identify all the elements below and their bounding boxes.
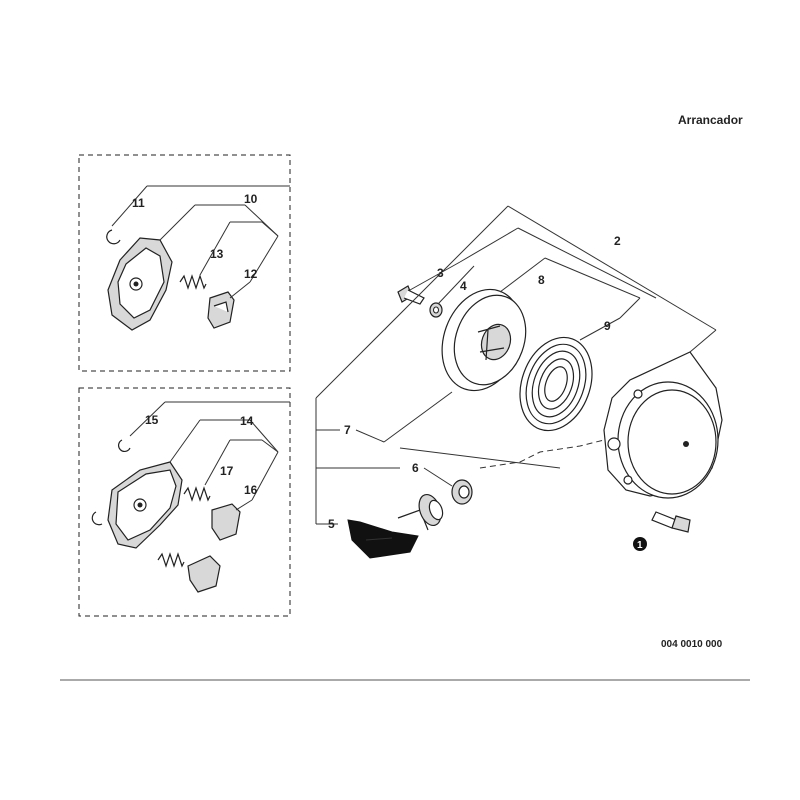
callout-13: 13: [210, 247, 224, 261]
callout-10: 10: [244, 192, 258, 206]
callout-6: 6: [412, 461, 419, 475]
callout-12: 12: [244, 267, 258, 281]
rope-guide-6: [451, 479, 473, 505]
pawl-16: [211, 503, 241, 541]
callout-1-marker: [633, 537, 647, 551]
upper-inset-parts: [106, 229, 235, 331]
rope: [383, 391, 453, 443]
callout-2: 2: [614, 234, 621, 248]
pawl-lower: [187, 555, 221, 593]
upper-leaders: [111, 185, 290, 299]
pawl-12: [207, 291, 235, 329]
circlip-11: [106, 229, 121, 245]
callout-3: 3: [437, 266, 444, 280]
lower-leaders: [129, 401, 290, 511]
callout-11: 11: [132, 196, 145, 210]
diagram-title: Arrancador: [678, 113, 743, 127]
callout-4: 4: [460, 279, 467, 293]
inset-box-upper: [78, 154, 291, 372]
spring-17: [183, 486, 211, 502]
callout-15: 15: [145, 413, 159, 427]
bolt-3: [397, 285, 425, 305]
callout-1: 1: [637, 540, 643, 551]
inset-box-lower: [78, 387, 291, 617]
callout-9: 9: [604, 319, 611, 333]
spring-13: [179, 274, 207, 290]
drawing-code: 004 0010 000: [661, 639, 723, 650]
callout-7: 7: [344, 423, 351, 437]
callout-8: 8: [538, 273, 545, 287]
callout-16: 16: [244, 483, 258, 497]
callout-14: 14: [240, 414, 254, 428]
main-leaders: [315, 205, 717, 525]
circlip-15: [118, 439, 131, 452]
bolt-1: [651, 511, 691, 533]
rope-pulley-8: [441, 288, 527, 392]
callout-5: 5: [328, 517, 335, 531]
recoil-spring-9: [519, 336, 593, 432]
lower-inset-parts: [91, 439, 241, 593]
callout-17: 17: [220, 464, 234, 478]
starter-handle-5: [347, 493, 444, 559]
spring-lower: [157, 552, 185, 568]
starter-housing-2: [603, 351, 723, 499]
